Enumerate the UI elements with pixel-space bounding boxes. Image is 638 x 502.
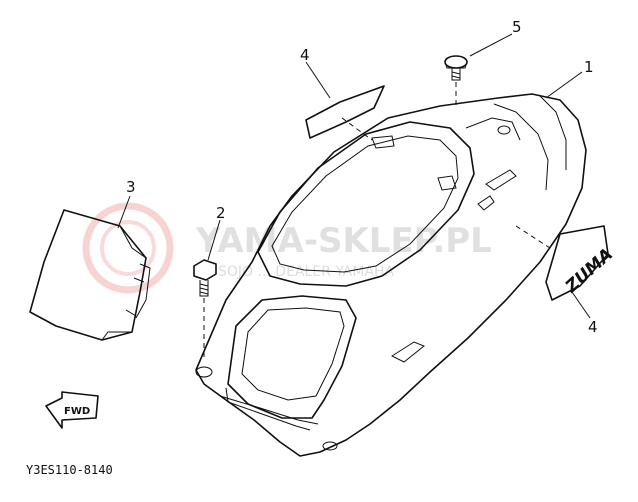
watermark-subtext: SOJO ... DEALER YAMAHA bbox=[218, 264, 395, 280]
screw-part-5 bbox=[444, 55, 468, 81]
leader-lines bbox=[117, 33, 591, 360]
cover-plate-part bbox=[29, 209, 151, 341]
body-cover-part bbox=[195, 93, 587, 457]
bolt-part-2 bbox=[193, 259, 217, 297]
callouts: 5 1 4 3 2 4 bbox=[126, 18, 598, 336]
callout-4-right: 4 bbox=[588, 318, 598, 336]
watermark-logo bbox=[82, 202, 174, 294]
diagram-code: Y3ES110-8140 bbox=[26, 463, 113, 477]
callout-3: 3 bbox=[126, 178, 136, 196]
callout-4-top: 4 bbox=[300, 46, 310, 64]
zuma-decal-text: ZUMA bbox=[561, 245, 617, 298]
callout-2: 2 bbox=[216, 204, 226, 222]
decal-strip-part bbox=[305, 85, 385, 139]
watermark: YAMA-SKLEP.PL SOJO ... DEALER YAMAHA bbox=[82, 202, 492, 294]
callout-1: 1 bbox=[584, 58, 594, 76]
watermark-text: YAMA-SKLEP.PL bbox=[195, 221, 492, 261]
fwd-arrow-icon: FWD bbox=[45, 391, 99, 429]
fwd-label: FWD bbox=[64, 406, 90, 417]
callout-5: 5 bbox=[512, 18, 522, 36]
